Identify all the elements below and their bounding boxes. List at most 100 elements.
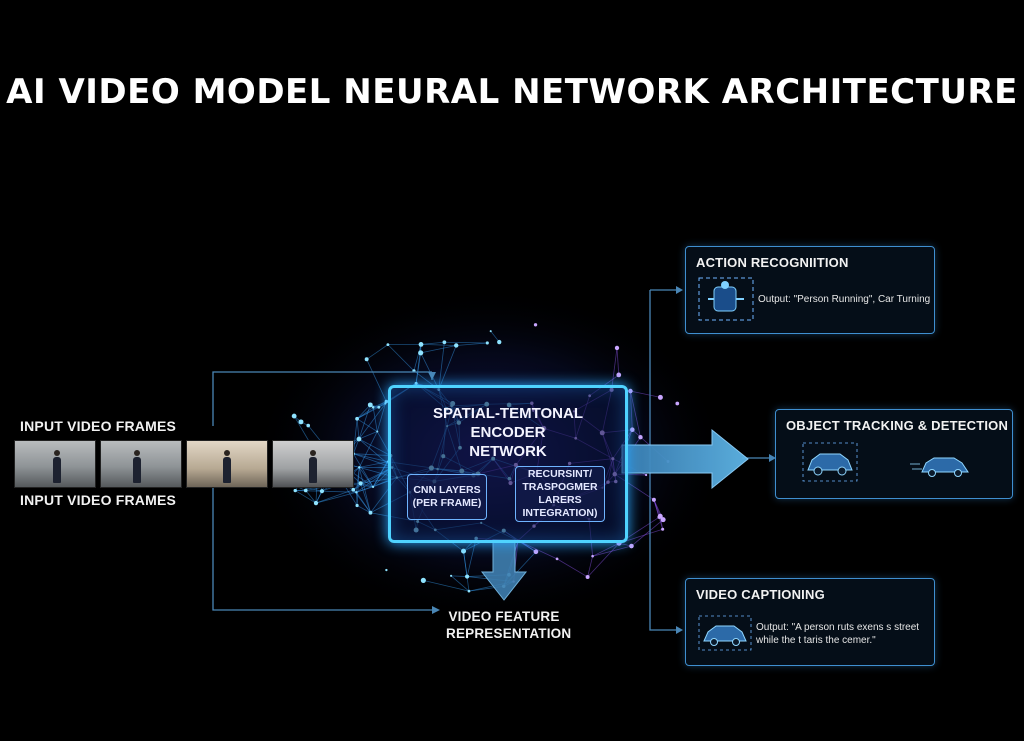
mesh-edge	[372, 401, 387, 408]
runner-figure	[309, 450, 317, 483]
mesh-node	[358, 481, 363, 486]
mesh-node	[585, 574, 590, 579]
mesh-edge	[360, 482, 374, 488]
car-icon	[698, 615, 752, 651]
mesh-edge	[353, 453, 393, 468]
mesh-edge	[420, 345, 457, 354]
mesh-edge	[355, 492, 358, 506]
runner-figure	[223, 450, 231, 483]
mesh-edge	[315, 491, 357, 504]
encoder-title-line: NETWORK	[469, 443, 547, 460]
mesh-edge	[611, 347, 618, 390]
action-recognition-panel: ACTION RECOGNIITION Output: "Person Runn…	[685, 246, 935, 334]
transformer-line: INTEGRATION)	[522, 507, 598, 519]
mesh-edge	[592, 542, 620, 557]
mesh-node	[355, 491, 358, 494]
arrowhead-tracking	[769, 454, 776, 462]
mesh-node	[356, 436, 362, 442]
mesh-edge	[358, 438, 391, 456]
mesh-edge	[356, 404, 371, 420]
mesh-edge	[423, 579, 470, 592]
mesh-node	[386, 343, 390, 347]
cnn-layers-box: CNN LAYERS (PER FRAME)	[407, 474, 487, 520]
mesh-node	[364, 357, 369, 362]
mesh-edge	[420, 341, 445, 345]
mesh-node	[629, 543, 634, 549]
captioning-line: while the t taris the cemer."	[756, 635, 876, 646]
mesh-node	[533, 323, 538, 327]
mesh-node	[355, 416, 359, 421]
mesh-edge	[616, 347, 620, 375]
mesh-edge	[358, 467, 371, 513]
mesh-edge	[372, 407, 378, 432]
mesh-edge	[366, 359, 387, 402]
mesh-edge	[295, 490, 322, 492]
mesh-edge	[358, 404, 371, 440]
mesh-node	[418, 342, 424, 347]
video-frame	[100, 440, 182, 488]
mesh-edge	[359, 461, 388, 468]
mesh-node	[376, 430, 379, 433]
video-frame	[186, 440, 268, 488]
mesh-edge	[630, 390, 641, 438]
mesh-node	[355, 503, 359, 508]
runner-figure	[53, 450, 61, 483]
mesh-node	[298, 419, 304, 425]
captioning-output: Output: "A person ruts exens s street wh…	[756, 621, 919, 647]
mesh-edge	[356, 486, 374, 493]
mesh-node	[657, 513, 663, 519]
mesh-edge	[630, 390, 661, 398]
mesh-edge	[456, 342, 488, 346]
mesh-edge	[413, 344, 422, 371]
mesh-node	[385, 568, 388, 572]
mesh-edge	[353, 453, 391, 457]
mesh-node	[465, 574, 470, 579]
mesh-edge	[653, 499, 661, 517]
cnn-line: CNN LAYERS	[413, 484, 481, 496]
mesh-edge	[356, 401, 387, 420]
mesh-edge	[587, 542, 620, 578]
mesh-node	[291, 413, 297, 419]
mesh-node	[384, 402, 387, 405]
mesh-edge	[420, 344, 457, 346]
mesh-node	[442, 340, 447, 345]
encoder-title: SPATIAL-TEMTONAL ENCODER NETWORK	[391, 404, 625, 461]
mesh-node	[293, 488, 297, 493]
mesh-node	[368, 510, 373, 515]
mesh-edge	[387, 344, 415, 372]
mesh-edge	[358, 403, 386, 440]
mesh-node	[660, 517, 666, 523]
mesh-edge	[376, 403, 386, 432]
mesh-node	[461, 548, 467, 554]
mesh-node	[319, 489, 325, 494]
mesh-node	[555, 557, 559, 561]
mesh-edge	[358, 431, 378, 468]
mesh-edge	[450, 575, 470, 592]
mesh-node	[638, 435, 643, 440]
object-tracking-panel: OBJECT TRACKING & DETECTION	[775, 409, 1013, 499]
mesh-node	[420, 577, 426, 583]
mesh-node	[371, 485, 375, 489]
mesh-node	[377, 405, 381, 409]
car-icon	[802, 442, 858, 482]
mesh-edge	[356, 467, 393, 493]
action-title: ACTION RECOGNIITION	[696, 255, 849, 270]
mesh-edge	[463, 551, 470, 592]
mesh-node	[414, 381, 418, 385]
feature-line: VIDEO FEATURE	[448, 609, 560, 624]
mesh-node	[533, 549, 539, 555]
mesh-node	[591, 554, 594, 558]
mesh-node	[489, 330, 492, 333]
mesh-edge	[358, 431, 378, 440]
mesh-edge	[356, 406, 374, 420]
arrowhead-feature	[432, 606, 440, 614]
mesh-edge	[451, 575, 468, 577]
page-title: AI VIDEO MODEL NEURAL NETWORK ARCHITECTU…	[6, 72, 1018, 112]
action-output: Output: "Person Running", Car Turning	[758, 294, 931, 305]
mesh-edge	[438, 342, 445, 390]
mesh-edge	[463, 551, 468, 577]
mesh-edge	[420, 352, 440, 390]
mesh-edge	[356, 492, 371, 513]
connector-input-bottom	[212, 486, 432, 611]
